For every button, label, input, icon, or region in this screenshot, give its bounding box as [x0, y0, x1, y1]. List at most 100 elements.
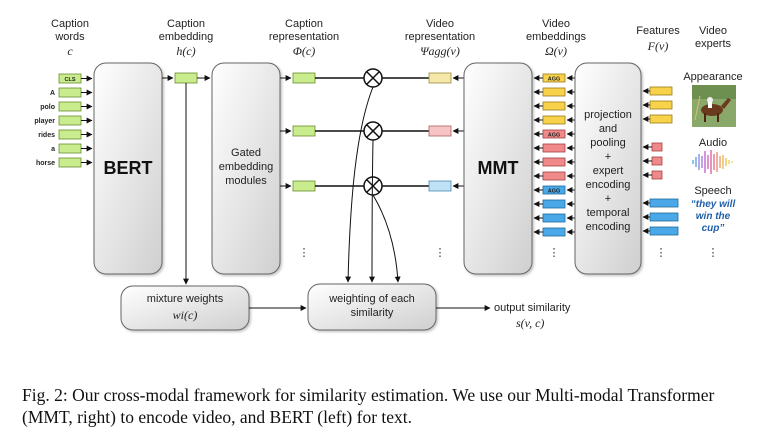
- header-video-repr-symbol: Ψagg(v): [420, 44, 460, 58]
- experts-ellipsis: ⋮: [708, 247, 719, 259]
- projection-label-line3: pooling: [590, 137, 625, 149]
- feature-appearance-1: [649, 86, 673, 96]
- caption-repr-ellipsis: ⋮: [299, 247, 310, 259]
- embedding-box: [542, 101, 566, 111]
- header-caption-embedding-symbol: h(c): [176, 44, 195, 58]
- bert-box: [93, 62, 163, 275]
- projection-label-line8: temporal: [587, 207, 630, 219]
- video-repr-ellipsis: ⋮: [435, 247, 446, 259]
- header-caption-repr-symbol: Φ(c): [293, 44, 315, 58]
- projection-label-line2: and: [599, 123, 617, 135]
- feature-appearance-2: [649, 100, 673, 110]
- feature-speech-1: [649, 198, 679, 208]
- bert-label: BERT: [104, 158, 153, 178]
- agg-tag-appearance: AGG: [548, 77, 561, 83]
- header-video-emb-line2: embeddings: [526, 31, 586, 43]
- output-similarity-symbol: s(v, c): [516, 316, 544, 330]
- embedding-box: [542, 171, 566, 181]
- video-repr-box-2: [428, 125, 452, 137]
- word-5: a: [51, 146, 55, 153]
- agg-tag-speech: AGG: [548, 189, 561, 195]
- expert-speech-label: Speech: [694, 185, 731, 197]
- feature-audio-2: [651, 156, 663, 166]
- word-box: [58, 115, 82, 126]
- figure-caption: Fig. 2: Our cross-modal framework for si…: [22, 385, 715, 427]
- feature-audio-3: [651, 170, 663, 180]
- word-4: rides: [38, 132, 55, 139]
- header-caption-representation: Caption representation Φ(c): [269, 18, 339, 58]
- header-features-label: Features: [636, 25, 680, 37]
- multiply-node-2: [363, 121, 383, 141]
- header-caption-words-symbol: c: [67, 44, 73, 58]
- word-1: A: [50, 90, 55, 97]
- word-3: player: [34, 118, 55, 125]
- gated-label-line2: embedding: [219, 161, 273, 173]
- agg-tag-audio: AGG: [548, 133, 561, 139]
- header-video-experts-line2: experts: [695, 38, 732, 50]
- word-6: horse: [36, 160, 55, 167]
- feature-appearance-3: [649, 114, 673, 124]
- video-embeddings-column: AGG AGG AGG: [533, 73, 575, 259]
- mmt-label: MMT: [478, 158, 519, 178]
- expert-appearance-label: Appearance: [683, 71, 742, 83]
- embedding-box: [542, 87, 566, 97]
- header-caption-words: Caption words c: [51, 18, 89, 58]
- gated-embedding-box: [211, 62, 281, 275]
- speech-quote-line1: “they will: [691, 199, 736, 210]
- header-caption-repr-line1: Caption: [285, 18, 323, 30]
- features-column: ⋮: [642, 86, 679, 259]
- feature-speech-2: [649, 212, 679, 222]
- header-caption-words-line1: Caption: [51, 18, 89, 30]
- caption-word-list: CLS A polo player rides a horse: [34, 73, 93, 168]
- header-features: Features F(v): [636, 25, 680, 53]
- embedding-box: [542, 199, 566, 209]
- header-caption-repr-line2: representation: [269, 31, 339, 43]
- header-features-symbol: F(v): [647, 39, 669, 53]
- header-video-experts: Video experts: [695, 25, 732, 50]
- word-2: polo: [40, 104, 55, 111]
- header-caption-embedding-line2: embedding: [159, 31, 213, 43]
- word-box: [58, 87, 82, 98]
- projection-label-line7: +: [605, 193, 611, 205]
- header-video-emb-line1: Video: [542, 18, 570, 30]
- embedding-box: [542, 213, 566, 223]
- mixture-weights-label: mixture weights: [147, 293, 224, 305]
- word-box: [58, 157, 82, 168]
- video-repr-box-1: [428, 72, 452, 84]
- weighting-label-line1: weighting of each: [328, 293, 415, 305]
- header-video-repr-line1: Video: [426, 18, 454, 30]
- embedding-box: [542, 115, 566, 125]
- mmt-box: [463, 62, 533, 275]
- projection-pooling-box: [574, 62, 642, 275]
- projection-label-line4: +: [605, 151, 611, 163]
- expert-audio-label: Audio: [699, 137, 727, 149]
- features-ellipsis: ⋮: [656, 247, 667, 259]
- header-caption-embedding: Caption embedding h(c): [159, 18, 213, 58]
- header-caption-words-line2: words: [54, 31, 85, 43]
- mixture-weights-symbol: wi(c): [173, 308, 198, 322]
- caption-embedding-box: [174, 72, 198, 84]
- cls-token-label: CLS: [65, 77, 76, 83]
- header-video-experts-line1: Video: [699, 25, 727, 37]
- weighting-box: [307, 283, 437, 331]
- word-box: [58, 129, 82, 140]
- caption-repr-box-3: [292, 180, 316, 192]
- projection-label-line5: expert: [593, 165, 624, 177]
- word-box: [58, 101, 82, 112]
- gated-label-line3: modules: [225, 175, 267, 187]
- feature-audio-1: [651, 142, 663, 152]
- caption-repr-box-1: [292, 72, 316, 84]
- multiply-node-1: [363, 68, 383, 88]
- audio-waveform-icon: [692, 150, 733, 174]
- speech-quote-line3: cup”: [702, 223, 725, 234]
- word-box: [58, 143, 82, 154]
- projection-label-line6: encoding: [586, 179, 631, 191]
- embedding-box: [542, 227, 566, 237]
- projection-label-line1: projection: [584, 109, 632, 121]
- multiply-node-3: [363, 176, 383, 196]
- video-repr-box-3: [428, 180, 452, 192]
- header-video-embeddings: Video embeddings Ω(v): [526, 18, 586, 58]
- feature-speech-3: [649, 226, 679, 236]
- caption-repr-box-2: [292, 125, 316, 137]
- framework-diagram: Caption words c Caption embedding h(c) C…: [34, 18, 743, 331]
